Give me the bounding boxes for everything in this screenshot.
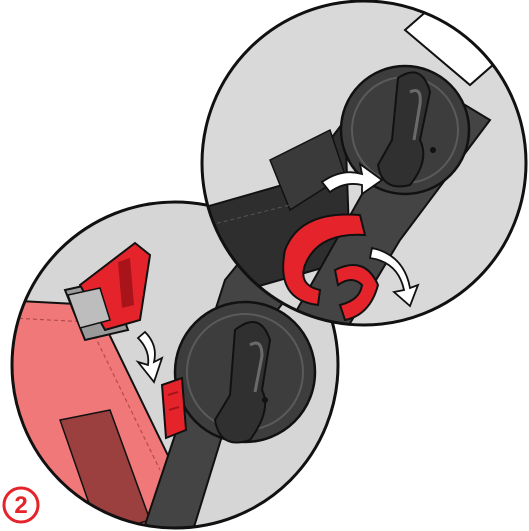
red-latch-main xyxy=(162,378,186,438)
step-number: 2 xyxy=(14,492,27,519)
step-badge: 2 xyxy=(4,488,38,522)
adjuster-knob-main xyxy=(175,302,315,443)
